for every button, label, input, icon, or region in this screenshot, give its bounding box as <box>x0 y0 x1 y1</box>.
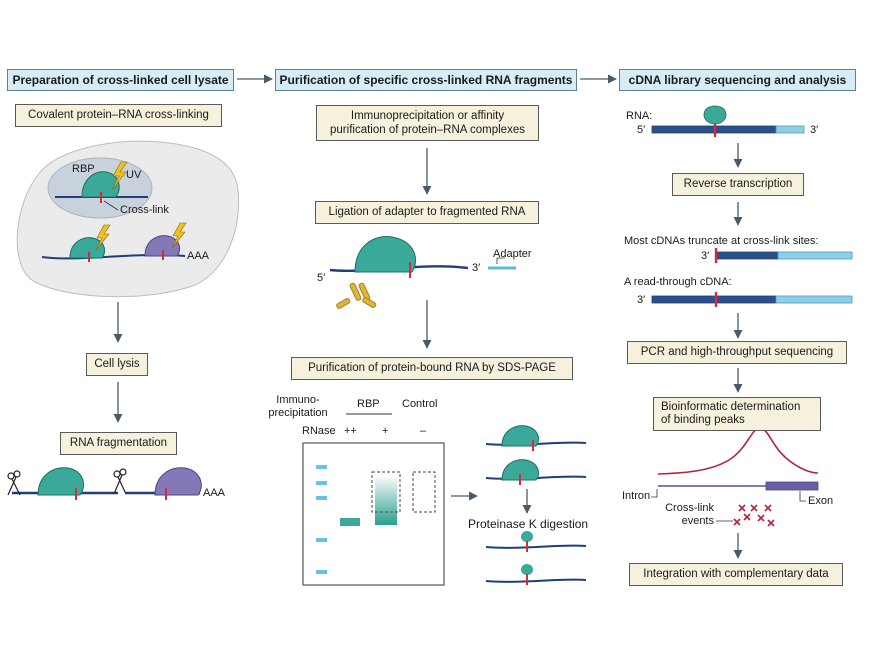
crosslink-event-marks <box>733 504 775 527</box>
label-proteinase-k: Proteinase K digestion <box>468 517 589 531</box>
gel-rnase-lane2: + <box>382 425 389 437</box>
gel-rnase-lane3: – <box>420 425 427 437</box>
label-truncate: Most cDNAs truncate at cross-link sites: <box>624 235 819 247</box>
label-exon: Exon <box>808 495 834 507</box>
peptide-icon-2 <box>521 564 533 575</box>
step-ligation: Ligation of adapter to fragmented RNA <box>315 201 539 224</box>
binding-peak-curve <box>657 427 819 475</box>
rna-3prime: 3′ <box>810 124 819 136</box>
gel-label-rnase: RNase <box>302 425 336 437</box>
step-immunoprecipitation: Immunoprecipitation or affinity purifica… <box>316 105 539 141</box>
step-rna-fragmentation: RNA fragmentation <box>60 432 177 455</box>
events-line2: events <box>681 515 714 527</box>
scissors-icon-1 <box>7 470 21 496</box>
gel-rnase-lane1: ++ <box>344 425 357 437</box>
gel-label-control: Control <box>402 398 438 410</box>
uv-bolt-icon <box>111 161 128 191</box>
label-aaa-frag: AAA <box>203 487 226 499</box>
step-pcr-sequencing: PCR and high-throughput sequencing <box>627 341 847 364</box>
header-purification: Purification of specific cross-linked RN… <box>275 69 577 91</box>
uv-bolt-icon-3 <box>171 222 187 249</box>
antibody-icon <box>336 282 377 309</box>
uv-bolt-icon-2 <box>95 224 111 251</box>
label-crosslink-events: Cross-link events <box>660 502 714 528</box>
rbp-icon-ligation <box>354 236 416 273</box>
rbp-icon-frag-1 <box>37 467 84 496</box>
gel-excise-box-lane3 <box>412 471 436 513</box>
gel-markers <box>316 465 327 574</box>
label-rna: RNA: <box>626 110 653 122</box>
step-bioinf-line1: Bioinformatic determination <box>661 401 801 413</box>
step-ip-line1: Immunoprecipitation or affinity <box>350 110 505 122</box>
label-3prime: 3′ <box>472 262 481 274</box>
label-intron: Intron <box>622 490 651 502</box>
label-crosslink: Cross-link <box>120 204 169 216</box>
gel-excise-box-lane2 <box>371 471 401 513</box>
adapter-pointer <box>496 257 505 264</box>
header-preparation: Preparation of cross-linked cell lysate <box>7 69 234 91</box>
rna-isolated-2 <box>485 475 587 480</box>
label-readthrough: A read-through cDNA: <box>624 276 732 288</box>
scissors-icon-2 <box>113 468 127 495</box>
gel-ip-line2: precipitation <box>268 407 328 419</box>
cdna-rt-light <box>775 295 853 304</box>
crosslink-pointer <box>103 200 119 211</box>
step-reverse-transcription: Reverse transcription <box>672 173 804 196</box>
rna-5prime: 5′ <box>637 124 646 136</box>
rna-isolated-1 <box>485 441 587 446</box>
label-uv: UV <box>126 169 142 181</box>
rna-digested-2 <box>485 578 587 583</box>
label-5prime: 5′ <box>317 272 326 284</box>
label-rbp: RBP <box>72 163 95 175</box>
trunc-3prime: 3′ <box>701 250 710 262</box>
intron-pointer <box>651 489 658 498</box>
header-sequencing: cDNA library sequencing and analysis <box>619 69 856 91</box>
rbp-icon-cyto-2 <box>144 235 181 257</box>
rt-3prime: 3′ <box>637 294 646 306</box>
step-bioinf-line2: of binding peaks <box>661 414 745 426</box>
gel <box>302 442 445 586</box>
step-crosslinking: Covalent protein–RNA cross-linking <box>15 104 222 127</box>
step-ip-line2: purification of protein–RNA complexes <box>330 124 525 136</box>
exon-bar <box>765 481 819 491</box>
gel-band-lane1 <box>340 518 360 526</box>
label-aaa-cell: AAA <box>187 250 210 262</box>
cdna-trunc-light <box>777 251 853 260</box>
peptide-icon-1 <box>521 531 533 542</box>
rbp-icon-frag-2 <box>154 467 202 496</box>
gel-smear-lane2 <box>375 475 397 525</box>
rna-bar-light <box>775 125 805 134</box>
peptide-icon-rna <box>703 105 727 125</box>
rbp-icon-cyto-1 <box>69 237 106 259</box>
step-cell-lysis: Cell lysis <box>86 353 148 376</box>
rbp-icon <box>81 171 120 198</box>
exon-pointer <box>799 491 806 502</box>
step-integration: Integration with complementary data <box>629 563 843 586</box>
step-sds-page: Purification of protein-bound RNA by SDS… <box>291 357 573 380</box>
label-adapter: Adapter <box>493 248 532 260</box>
step-bioinformatic: Bioinformatic determination of binding p… <box>653 397 821 431</box>
rbp-icon-isolated-1 <box>501 425 539 447</box>
events-line1: Cross-link <box>665 502 714 514</box>
gel-label-rbp: RBP <box>357 398 380 410</box>
rbp-icon-isolated-2 <box>501 459 539 481</box>
cdna-rt-dark <box>651 295 777 304</box>
rna-digested-1 <box>485 544 587 549</box>
cdna-trunc-dark <box>715 251 779 260</box>
gel-ip-label: Immuno- precipitation <box>258 394 338 420</box>
gel-ip-line1: Immuno- <box>276 394 320 406</box>
